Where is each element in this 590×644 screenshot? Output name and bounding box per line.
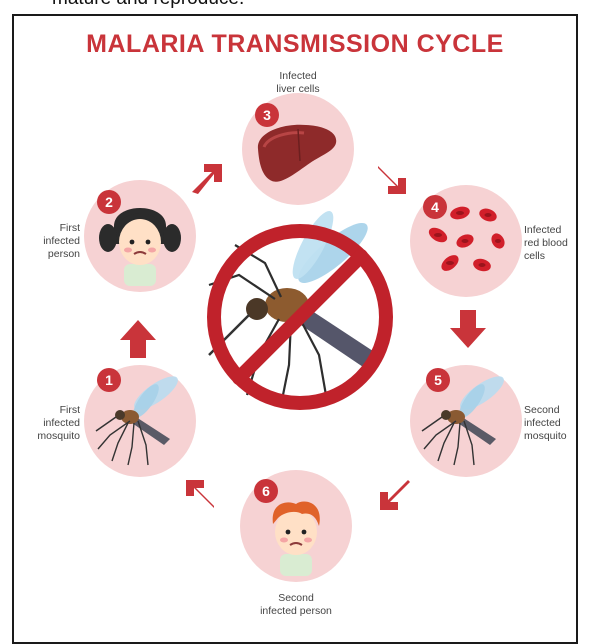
step-4-label-line-1: Infected bbox=[524, 224, 584, 237]
step-5-label-line-2: infected bbox=[524, 417, 584, 430]
step-6-label: Second infected person bbox=[246, 592, 346, 618]
arrow-5-to-6 bbox=[374, 474, 416, 516]
top-caption: mature and reproduce. bbox=[52, 0, 244, 10]
step-4-label: Infected red blood cells bbox=[524, 224, 584, 263]
step-1-label-line-1: First bbox=[24, 404, 80, 417]
step-3-label-line-1: Infected bbox=[258, 70, 338, 83]
step-1-badge: 1 bbox=[97, 368, 121, 392]
step-2-label-line-2: infected bbox=[24, 235, 80, 248]
arrow-4-to-5 bbox=[448, 306, 488, 352]
step-2-label: First infected person bbox=[24, 222, 80, 261]
arrow-3-to-4 bbox=[372, 158, 414, 200]
arrow-1-to-2 bbox=[118, 316, 158, 362]
step-4-badge: 4 bbox=[423, 195, 447, 219]
step-5-label-line-3: mosquito bbox=[524, 430, 584, 443]
step-6-label-line-2: infected person bbox=[246, 605, 346, 618]
step-1-label-line-3: mosquito bbox=[24, 430, 80, 443]
step-1-label: First infected mosquito bbox=[24, 404, 80, 443]
step-3-label-line-2: liver cells bbox=[258, 83, 338, 96]
step-5-label-line-1: Second bbox=[524, 404, 584, 417]
no-mosquito-icon bbox=[195, 205, 405, 415]
step-3-badge: 3 bbox=[255, 103, 279, 127]
step-1-label-line-2: infected bbox=[24, 417, 80, 430]
step-2-label-line-1: First bbox=[24, 222, 80, 235]
step-5-label: Second infected mosquito bbox=[524, 404, 584, 443]
step-6-label-line-1: Second bbox=[246, 592, 346, 605]
step-6-badge: 6 bbox=[254, 479, 278, 503]
arrow-6-to-1 bbox=[178, 474, 220, 516]
arrow-2-to-3 bbox=[186, 158, 228, 200]
step-4-label-line-2: red blood bbox=[524, 237, 584, 250]
step-3-label: Infected liver cells bbox=[258, 70, 338, 96]
step-2-badge: 2 bbox=[97, 190, 121, 214]
diagram-title: MALARIA TRANSMISSION CYCLE bbox=[0, 30, 590, 59]
step-2-label-line-3: person bbox=[24, 248, 80, 261]
step-5-badge: 5 bbox=[426, 368, 450, 392]
step-4-label-line-3: cells bbox=[524, 250, 584, 263]
